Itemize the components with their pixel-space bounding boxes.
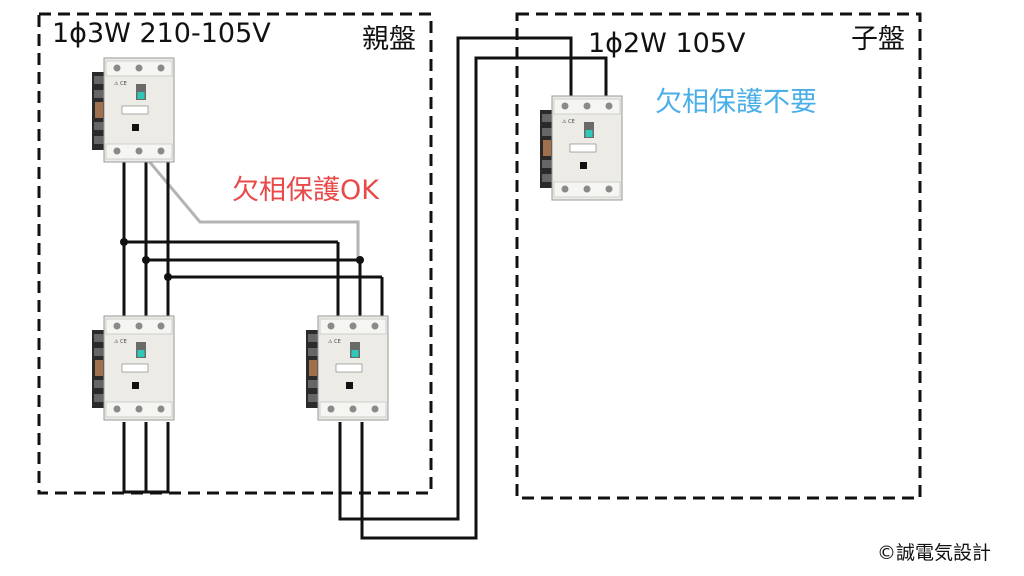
sub-panel-frame bbox=[515, 12, 922, 500]
copyright-text: ©誠電気設計 bbox=[877, 542, 992, 564]
branch-2-breaker-icon[interactable] bbox=[305, 315, 389, 421]
main-breaker-icon[interactable] bbox=[91, 57, 175, 163]
bus-wires bbox=[122, 160, 384, 316]
sub-panel-spec: 1ϕ2W 105V bbox=[588, 28, 746, 59]
neutral-wire bbox=[146, 159, 360, 263]
sub-breaker-icon[interactable] bbox=[539, 95, 623, 201]
feeder-wire-1 bbox=[338, 36, 573, 521]
main-panel-frame bbox=[37, 12, 433, 495]
main-panel-spec: 1ϕ3W 210-105V bbox=[52, 18, 271, 49]
main-panel-title: 親盤 bbox=[362, 24, 416, 55]
feeder-wire-2 bbox=[360, 56, 608, 540]
junction-dots bbox=[120, 238, 364, 281]
phase-loss-protection-unneeded-note: 欠相保護不要 bbox=[655, 87, 817, 118]
phase-loss-protection-ok-note: 欠相保護OK bbox=[232, 175, 379, 206]
branch-1-breaker-icon[interactable] bbox=[91, 315, 175, 421]
sub-panel-title: 子盤 bbox=[851, 24, 905, 55]
